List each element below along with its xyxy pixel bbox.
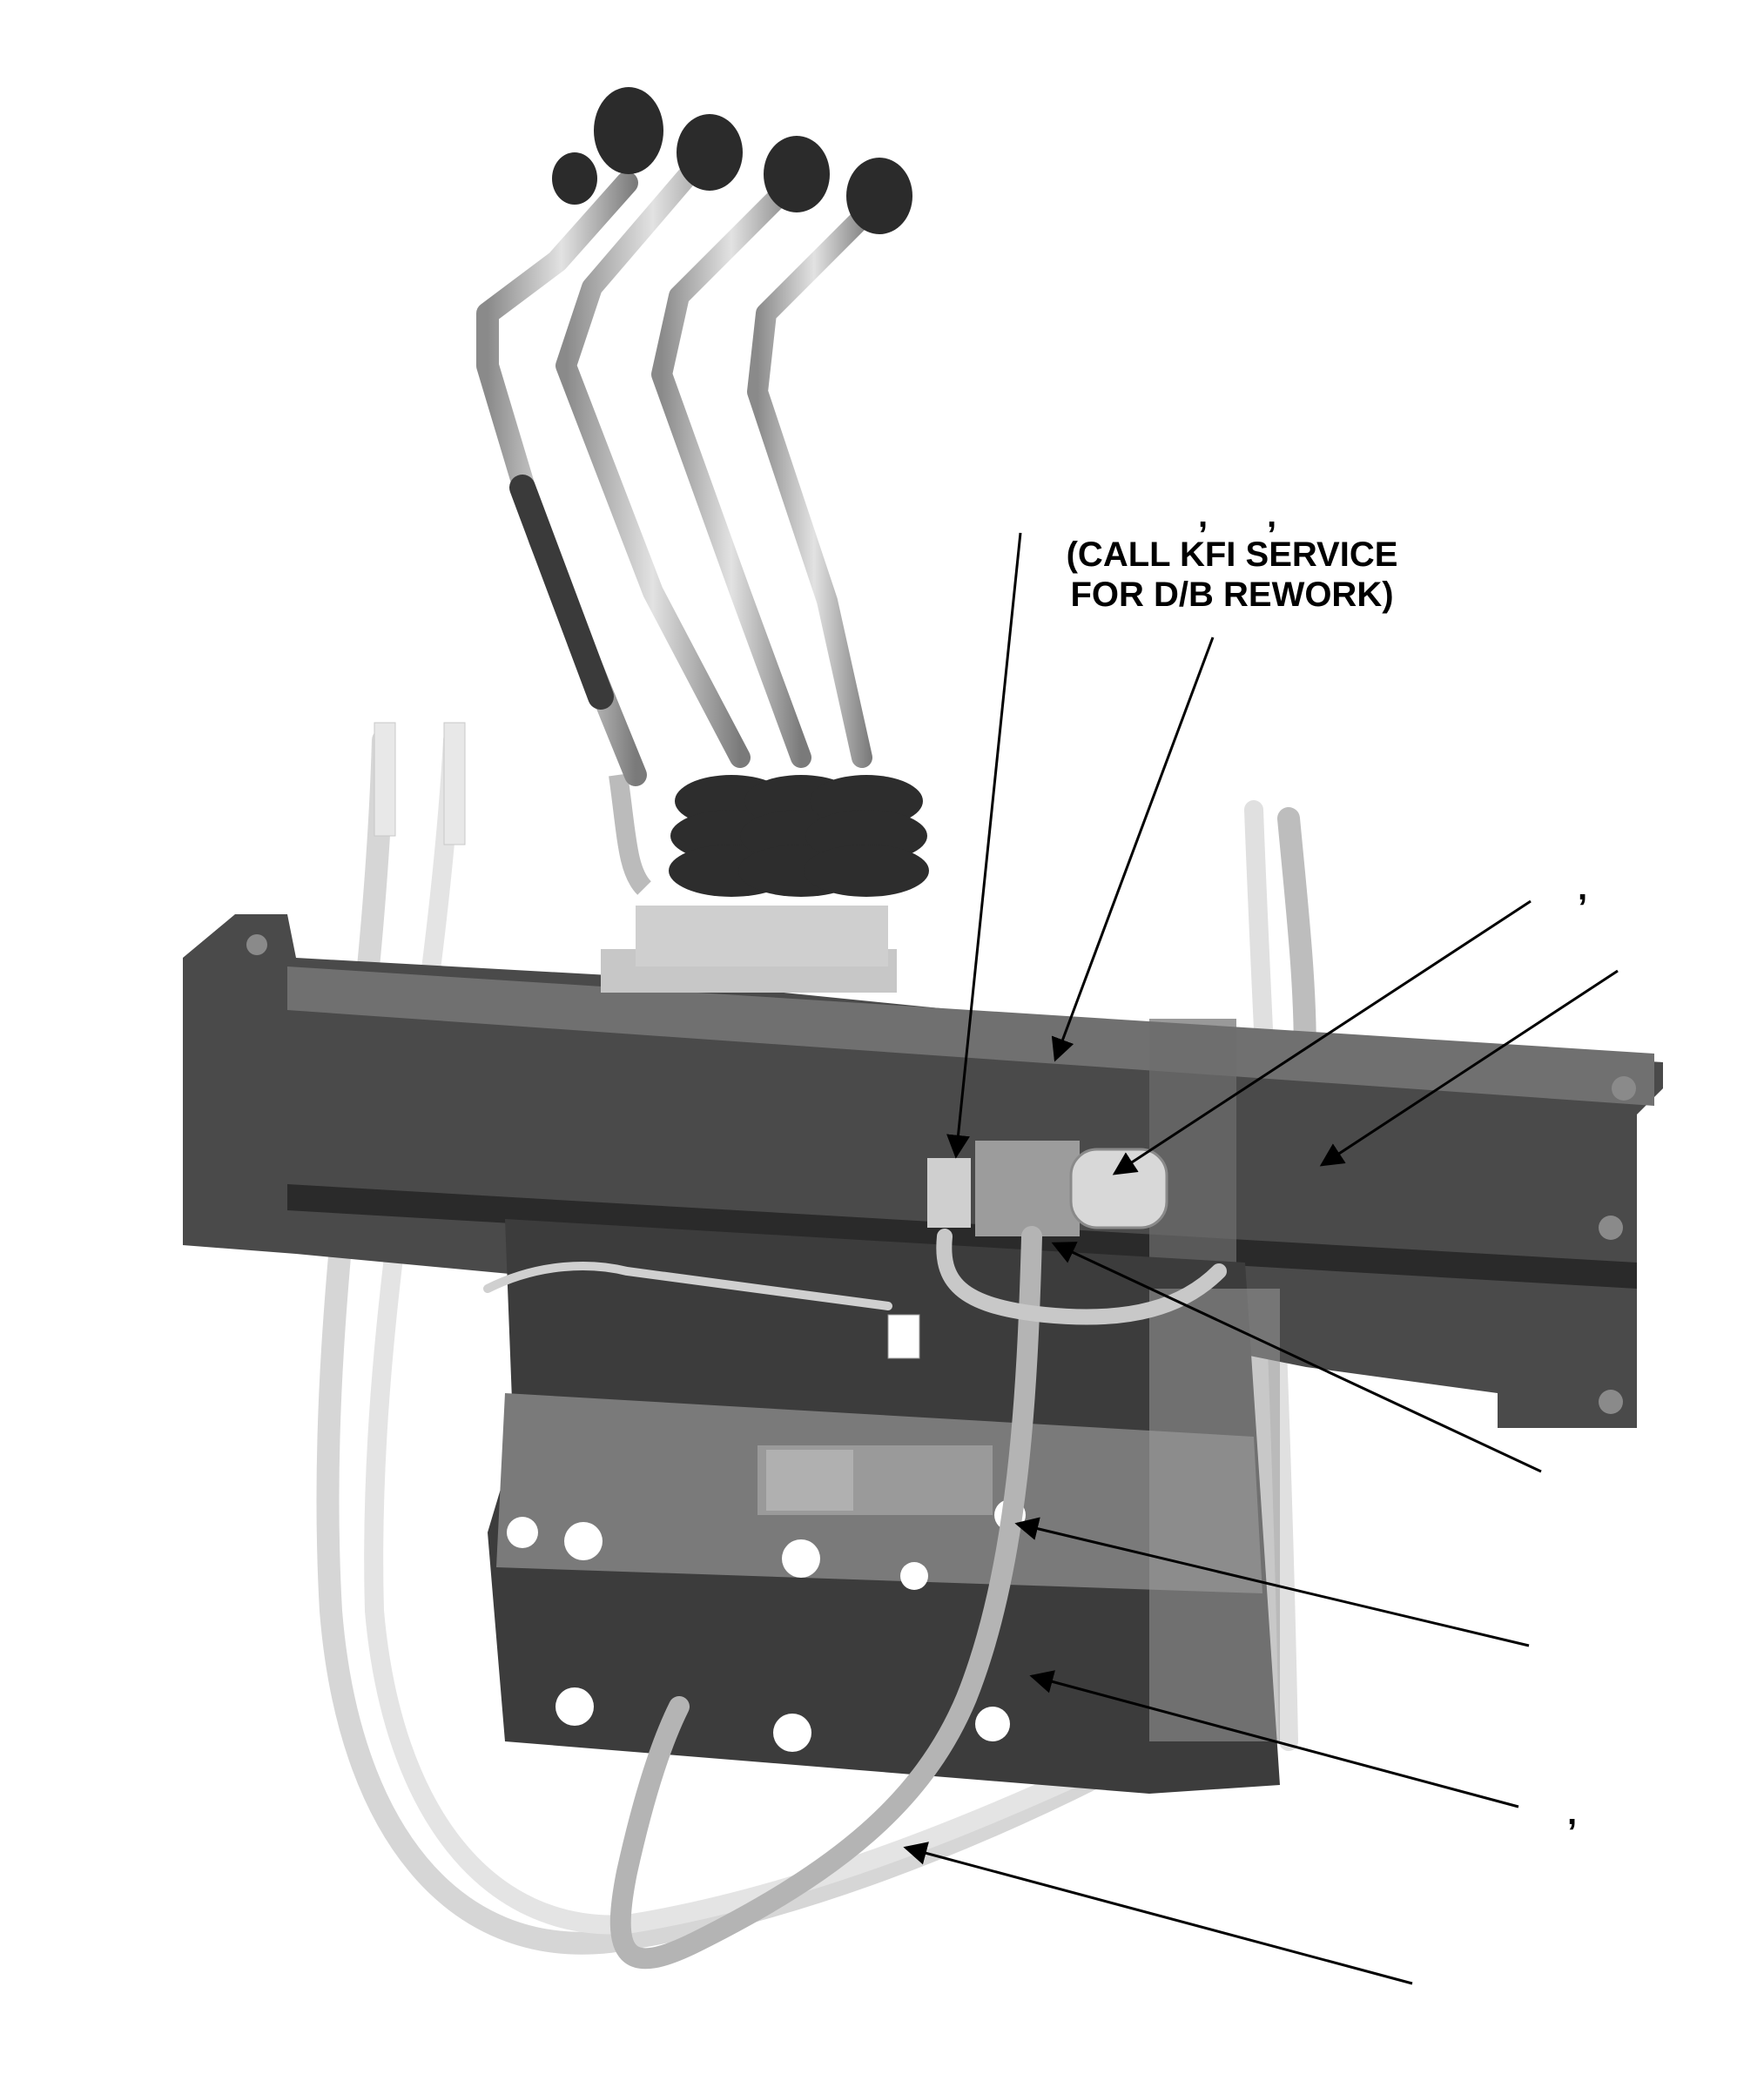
valve-block [601,773,929,993]
mounting-plate [488,1219,1280,1794]
comma-mark-1: , [1198,496,1209,535]
leader-line-clamp [1029,1670,1519,1808]
leader-lines [903,532,1619,1985]
center-hose [483,1226,1227,1970]
comma-mark-2: , [1267,496,1277,535]
solenoid-valve [927,1141,1168,1236]
kfi-service-callout: (CALL KFI SERVICE FOR D/B REWORK) [1040,535,1424,615]
leader-line-right-hose [1319,969,1619,1167]
comma-mark-4: , [1567,1794,1578,1832]
leader-line-valve-fitting [1051,1242,1542,1473]
control-levers [476,87,912,786]
comma-mark-3: , [1578,869,1588,907]
cross-beam [183,914,1663,1428]
callout-line-2: FOR D/B REWORK) [1070,576,1394,614]
callout-line-1: (CALL KFI SERVICE [1066,535,1398,574]
leader-line-pressure-switch-top [946,532,1022,1159]
leader-line-kfi-service [1051,636,1215,1062]
leader-line-hose-bottom [903,1842,1413,1985]
leader-line-solenoid [1112,899,1532,1175]
leader-line-hose-middle [1014,1517,1530,1647]
